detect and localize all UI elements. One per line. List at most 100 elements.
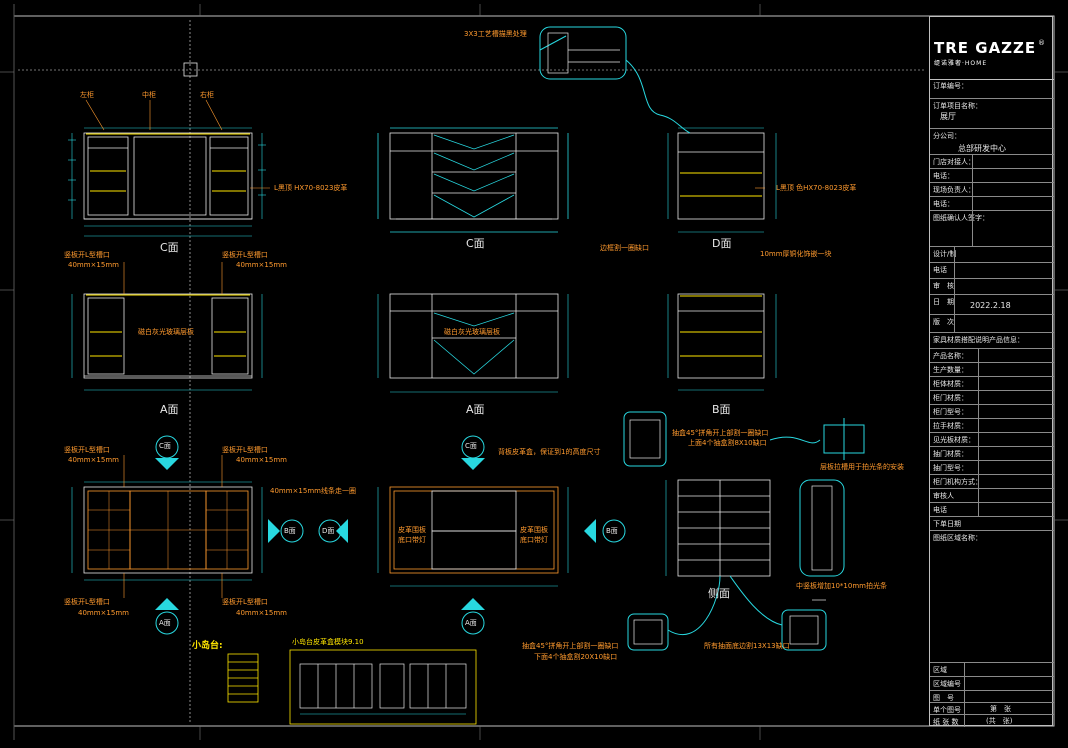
plan-middle xyxy=(389,486,559,574)
row-version: 版 次 xyxy=(930,315,1054,333)
note-glass-bar-2: 磁白灰光玻璃层板 xyxy=(444,328,500,336)
row-store-contact: 门店对接人： xyxy=(930,155,1054,169)
logo-text: TRE GAZZE xyxy=(934,39,1037,57)
note-legend-title: 小岛台皮革盒模块9.10 xyxy=(292,638,364,646)
c-face-left xyxy=(83,132,253,220)
note-angle-1: 抽盒45°拼角开上部割一圈缺口 xyxy=(672,429,769,437)
marker-d-mid[interactable]: D面 xyxy=(322,527,335,535)
row-confirm-sign: 图纸确认人签字： xyxy=(930,211,1054,247)
a-face-middle xyxy=(389,293,559,379)
logo-registered: ® xyxy=(1038,39,1045,47)
d-face xyxy=(677,132,765,220)
view-label-d-right: D面 xyxy=(712,237,732,250)
note-leather-light-r: 皮革围板 xyxy=(520,526,548,534)
b-face xyxy=(677,293,765,379)
marker-a-bottom-mid[interactable]: A面 xyxy=(465,619,477,627)
note-leather-2: L黑顶 色HX70-8023皮革 xyxy=(776,184,857,192)
note-angle-1b: 上面4个抽盒割8X10缺口 xyxy=(688,439,767,447)
note-l-notch-2: 竖板开L型槽口 xyxy=(222,251,268,259)
note-leather-light-r2: 底口带灯 xyxy=(520,536,548,544)
row-branch: 分公司：总部研发中心 xyxy=(930,129,1054,155)
note-left-cabinet: 左柜 xyxy=(80,91,94,99)
row-total: 纸 张 数(共 张) xyxy=(933,717,1013,726)
row-project: 订单项目名称：展厅 xyxy=(930,99,1054,129)
row-drawer-material: 抽门材质： xyxy=(930,447,1054,461)
brand-logo: TRE GAZZE ® 缇诺雅奢·HOME xyxy=(930,17,1054,80)
row-quantity: 生产数量： xyxy=(930,363,1054,377)
row-audit: 审 核 xyxy=(930,279,1054,295)
note-l-size-2: 40mm×15mm xyxy=(236,261,287,269)
marker-b-left[interactable]: B面 xyxy=(284,527,296,535)
row-phone-3: 电话 xyxy=(930,263,1054,279)
row-body-material: 柜体材质： xyxy=(930,377,1054,391)
row-region-no: 区域编号 xyxy=(930,677,1054,691)
marker-c-top-mid[interactable]: C面 xyxy=(465,442,477,450)
note-l-notch-5: 竖板开L型槽口 xyxy=(64,598,110,606)
row-sheet: 单个图号第 张 xyxy=(930,703,1054,715)
view-label-a-mid: A面 xyxy=(466,403,485,416)
divider xyxy=(978,349,979,517)
note-groove-line: 40mm×15mm线条走一圈 xyxy=(270,487,356,495)
row-order-no: 订单编号： xyxy=(930,79,1054,99)
note-angle-2: 抽盒45°拼角开上部割一圈缺口 xyxy=(522,642,619,650)
row-drawing-name: 图纸区域名称： xyxy=(930,531,1054,663)
row-reviewer: 审核人 xyxy=(930,489,1054,503)
note-l-size-4: 40mm×15mm xyxy=(236,456,287,464)
view-label-a-front: A面 xyxy=(160,403,179,416)
row-phone-4: 电话 xyxy=(930,503,1054,517)
title-block: TRE GAZZE ® 缇诺雅奢·HOME 订单编号： 订单项目名称：展厅 分公… xyxy=(929,16,1054,727)
row-light-material: 见光板材质： xyxy=(930,433,1054,447)
row-order-date: 下单日期 xyxy=(930,517,1054,531)
note-angle-2b: 下面4个抽盒割20X10缺口 xyxy=(534,653,618,661)
row-phone-1: 电话： xyxy=(930,169,1054,183)
view-label-side: 侧面 xyxy=(708,587,730,600)
note-mid-board: 中竖板增加10*10mm拍光条 xyxy=(796,582,887,590)
note-edge-right: 边框割一圈缺口 xyxy=(600,244,649,252)
marker-c-top-left[interactable]: C面 xyxy=(159,442,171,450)
row-hardware: 拉手材质： xyxy=(930,419,1054,433)
note-l-notch-1: 竖板开L型槽口 xyxy=(64,251,110,259)
note-l-notch-3: 竖板开L型槽口 xyxy=(64,446,110,454)
marker-a-bottom-left[interactable]: A面 xyxy=(159,619,171,627)
note-leather-light-l: 皮革围板 xyxy=(398,526,426,534)
row-factory: 柜门机构方式： xyxy=(930,475,1054,489)
note-glass-bar-1: 磁白灰光玻璃层板 xyxy=(138,328,194,336)
row-product-name: 产品名称： xyxy=(930,349,1054,363)
c-face-middle xyxy=(389,132,559,220)
note-leather-1: L黑顶 HX70-8023皮革 xyxy=(274,184,348,192)
divider xyxy=(972,155,973,247)
note-mid-cabinet: 中柜 xyxy=(142,91,156,99)
view-label-b-right: B面 xyxy=(712,403,731,416)
row-site-manager: 现场负责人： xyxy=(930,183,1054,197)
view-label-c-mid: C面 xyxy=(466,237,485,250)
note-all-drawers: 所有抽面底边割13X13缺口 xyxy=(704,642,790,650)
row-designer: 设计/制 xyxy=(930,247,1054,263)
logo-subtext: 缇诺雅奢·HOME xyxy=(934,60,988,67)
plan-left xyxy=(83,486,253,574)
divider xyxy=(964,663,965,727)
marker-b-mid[interactable]: B面 xyxy=(606,527,618,535)
row-drawing-no: 图 号 xyxy=(930,691,1054,703)
divider xyxy=(954,247,955,333)
note-right-cabinet: 右柜 xyxy=(200,91,214,99)
view-label-c-front: C面 xyxy=(160,241,179,254)
note-board: 层板拉槽用于拍光条的安装 xyxy=(820,463,904,471)
note-l-size-5: 40mm×15mm xyxy=(78,609,129,617)
row-door-model: 柜门型号： xyxy=(930,405,1054,419)
note-leather-light-l2: 底口带灯 xyxy=(398,536,426,544)
note-edge-leather: 背板皮革盒，保证到1的高度尺寸 xyxy=(498,448,601,456)
row-materials-title: 家具材质搭配说明产品信息： xyxy=(930,333,1054,349)
note-island: 小岛台: xyxy=(192,641,223,651)
note-l-notch-4: 竖板开L型槽口 xyxy=(222,446,268,454)
note-copper-strip: 10mm厚铜化饰嵌一块 xyxy=(760,250,832,258)
note-top-detail: 3X3工艺槽描黑处理 xyxy=(464,30,527,38)
row-region: 区域 xyxy=(930,663,1054,677)
note-l-size-1: 40mm×15mm xyxy=(68,261,119,269)
note-l-notch-6: 竖板开L型槽口 xyxy=(222,598,268,606)
row-drawer-model: 抽门型号： xyxy=(930,461,1054,475)
row-phone-2: 电话： xyxy=(930,197,1054,211)
a-face-left xyxy=(83,293,253,379)
